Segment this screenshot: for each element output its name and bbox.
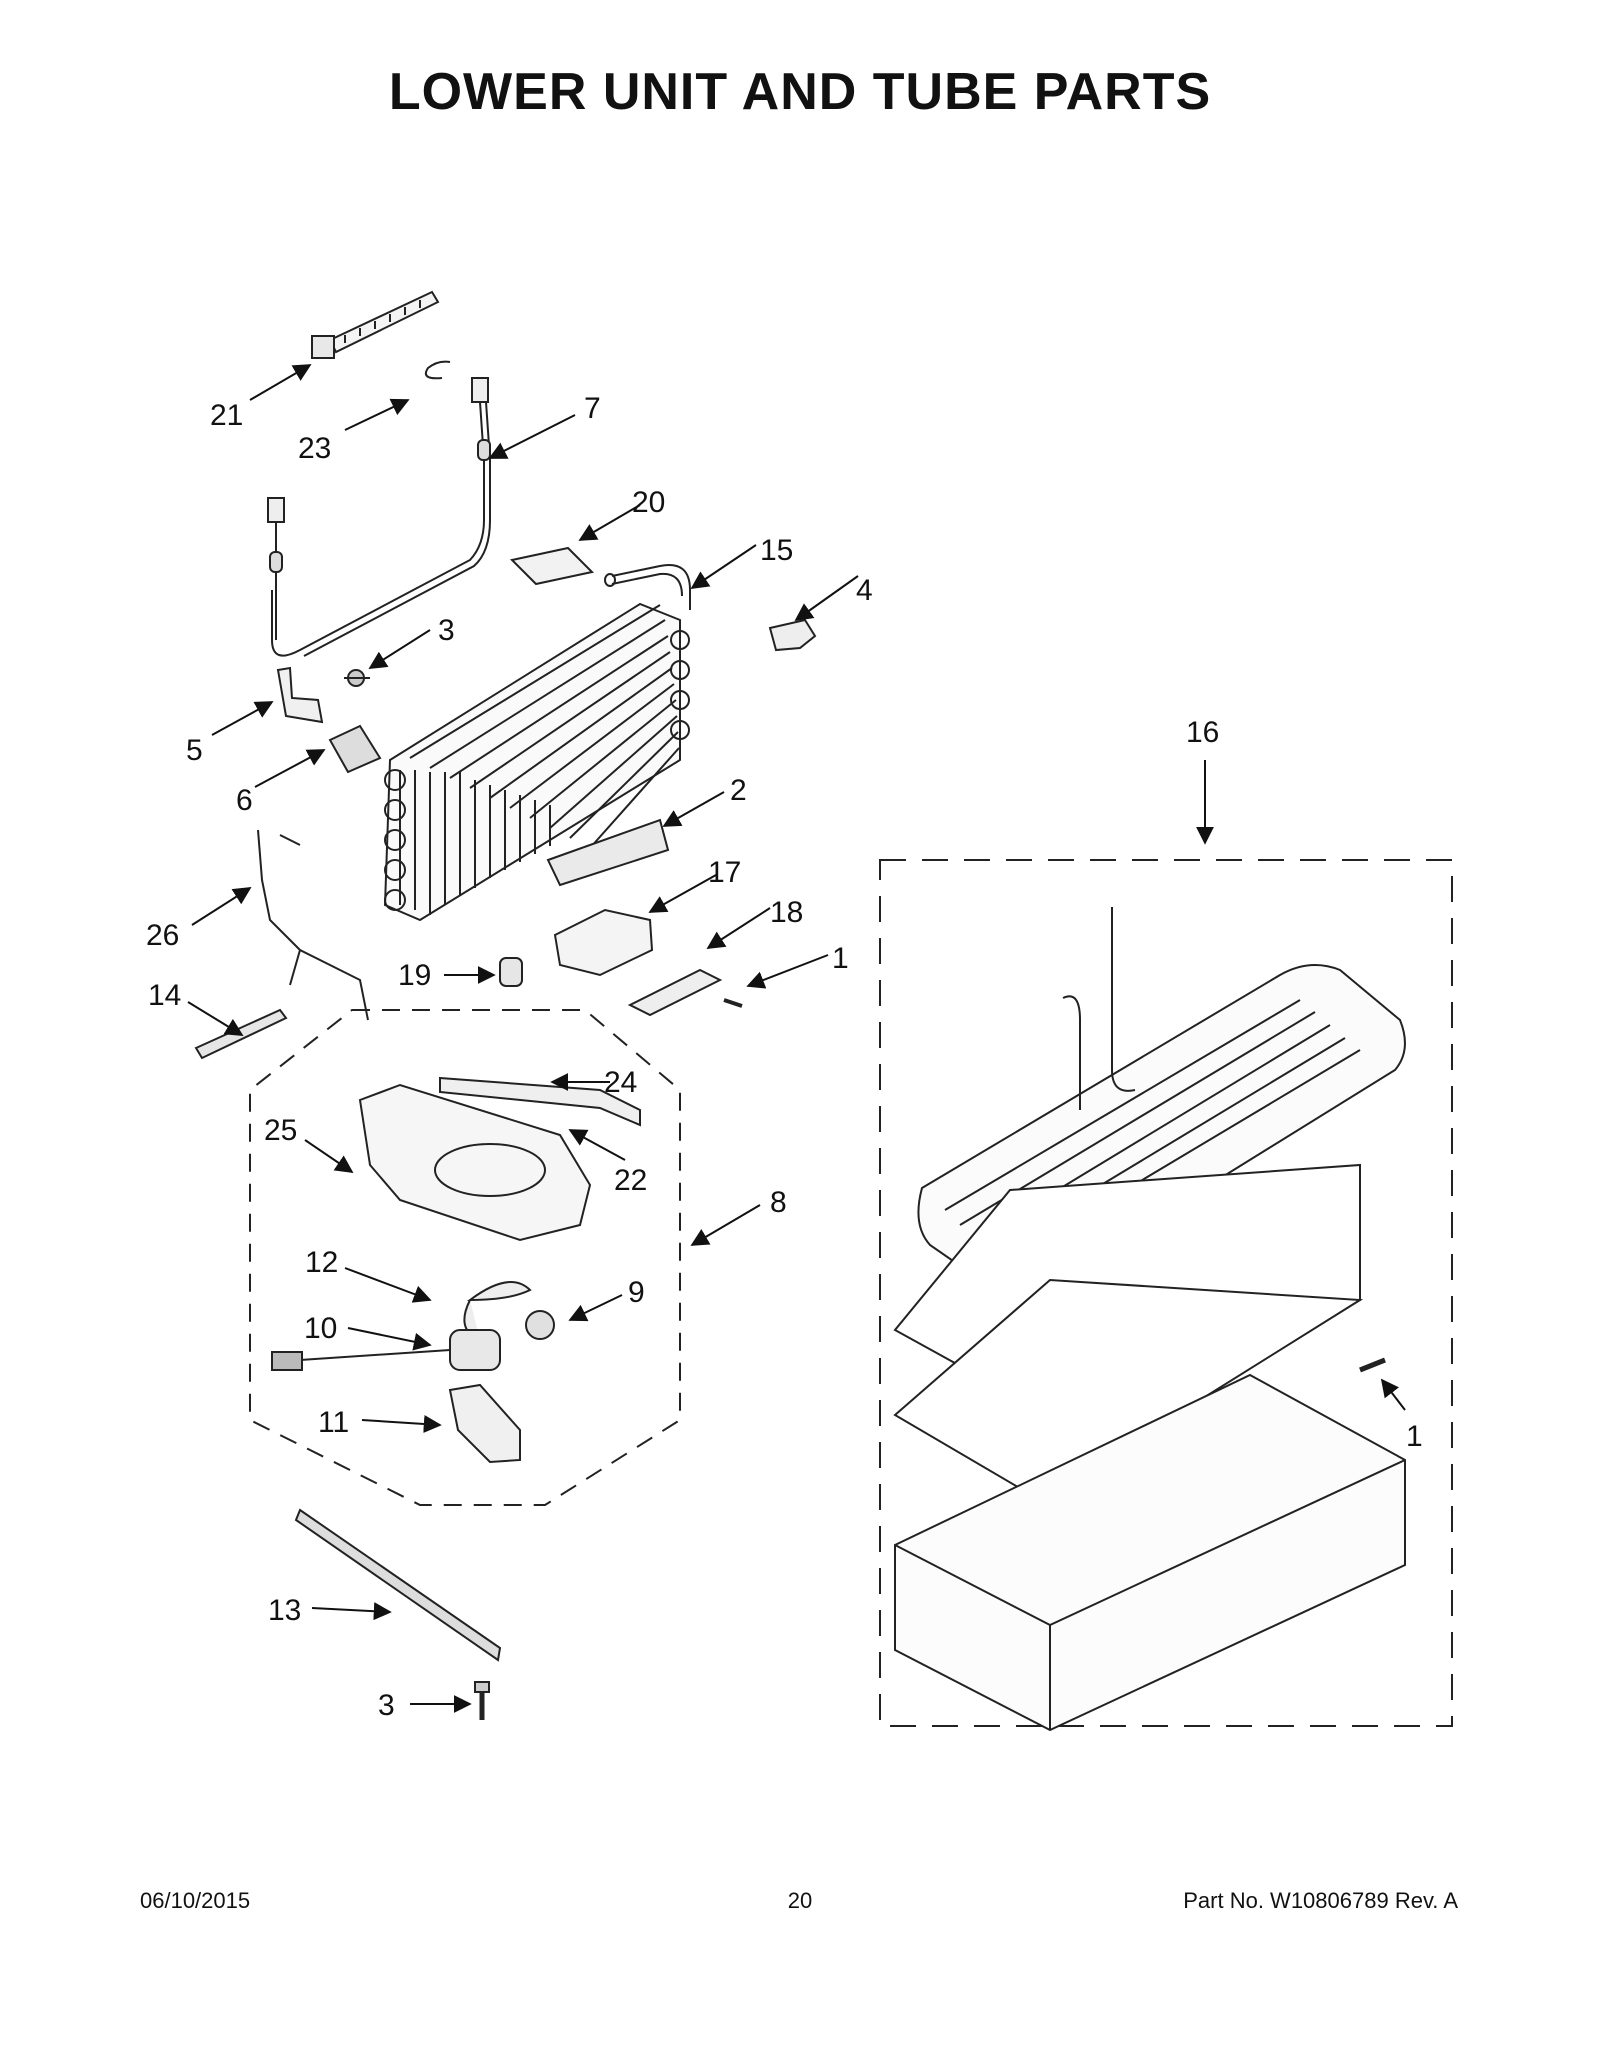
page-title: LOWER UNIT AND TUBE PARTS (388, 63, 1212, 121)
cover-part (553, 908, 654, 977)
heater-pad-part (328, 724, 382, 774)
screw-part (344, 669, 370, 687)
callout-19: 19 (398, 959, 431, 992)
wire-harness-part (267, 377, 491, 657)
clip-retainer-part (768, 618, 817, 652)
strip-part (294, 1508, 502, 1662)
footer-part-number: Part No. W10806789 Rev. A (1183, 1888, 1458, 1913)
bracket-part (276, 666, 324, 724)
clip-part (424, 360, 451, 380)
callout-3-bottom: 3 (378, 1689, 395, 1722)
callout-1-right: 1 (1406, 1420, 1423, 1453)
capacitor-part (499, 957, 523, 987)
callout-26: 26 (146, 919, 179, 952)
callout-5: 5 (186, 734, 203, 767)
screw-part-right (1359, 1357, 1386, 1373)
callout-6: 6 (236, 784, 253, 817)
callout-20: 20 (632, 486, 665, 519)
callout-10: 10 (304, 1312, 337, 1345)
footer-date: 06/10/2015 (140, 1888, 251, 1913)
shield-part (546, 818, 670, 887)
motor-bracket-part (448, 1383, 521, 1464)
callout-3: 3 (438, 614, 455, 647)
callout-9: 9 (628, 1276, 645, 1309)
callout-11: 11 (318, 1406, 349, 1439)
screw-part-bottom (474, 1681, 490, 1720)
evaporator-part (383, 602, 690, 922)
callout-23: 23 (298, 432, 331, 465)
tube-part (604, 564, 691, 610)
drain-pan-boundary (879, 859, 1453, 1727)
callout-25: 25 (264, 1114, 297, 1147)
wiring-part (257, 829, 369, 1021)
footer-page-number: 20 (787, 1888, 813, 1913)
fan-shroud-part (358, 1083, 592, 1242)
sheet-part-lower (893, 1278, 1364, 1502)
callout-13: 13 (268, 1594, 301, 1627)
callout-1: 1 (832, 942, 849, 975)
grommet-part (525, 1310, 555, 1340)
callout-17: 17 (708, 856, 741, 889)
callout-8: 8 (770, 1186, 787, 1219)
callout-7: 7 (584, 392, 601, 425)
cable-tie-part (311, 290, 440, 359)
fan-motor-part (271, 1329, 501, 1371)
callout-12: 12 (305, 1246, 338, 1279)
callout-15: 15 (760, 534, 793, 567)
pan-part (894, 1373, 1406, 1732)
callout-21: 21 (210, 399, 243, 432)
callout-2: 2 (730, 774, 747, 807)
callout-14: 14 (148, 979, 181, 1012)
callout-22: 22 (614, 1164, 647, 1197)
callout-4: 4 (856, 574, 873, 607)
fan-assembly-boundary (249, 1009, 681, 1506)
plate-part (627, 968, 723, 1017)
callout-18: 18 (770, 896, 803, 929)
callout-24: 24 (604, 1066, 637, 1099)
pad-part (509, 546, 595, 586)
bar-part (439, 1076, 641, 1127)
callout-16: 16 (1186, 716, 1219, 749)
screw-part-1 (723, 998, 743, 1008)
